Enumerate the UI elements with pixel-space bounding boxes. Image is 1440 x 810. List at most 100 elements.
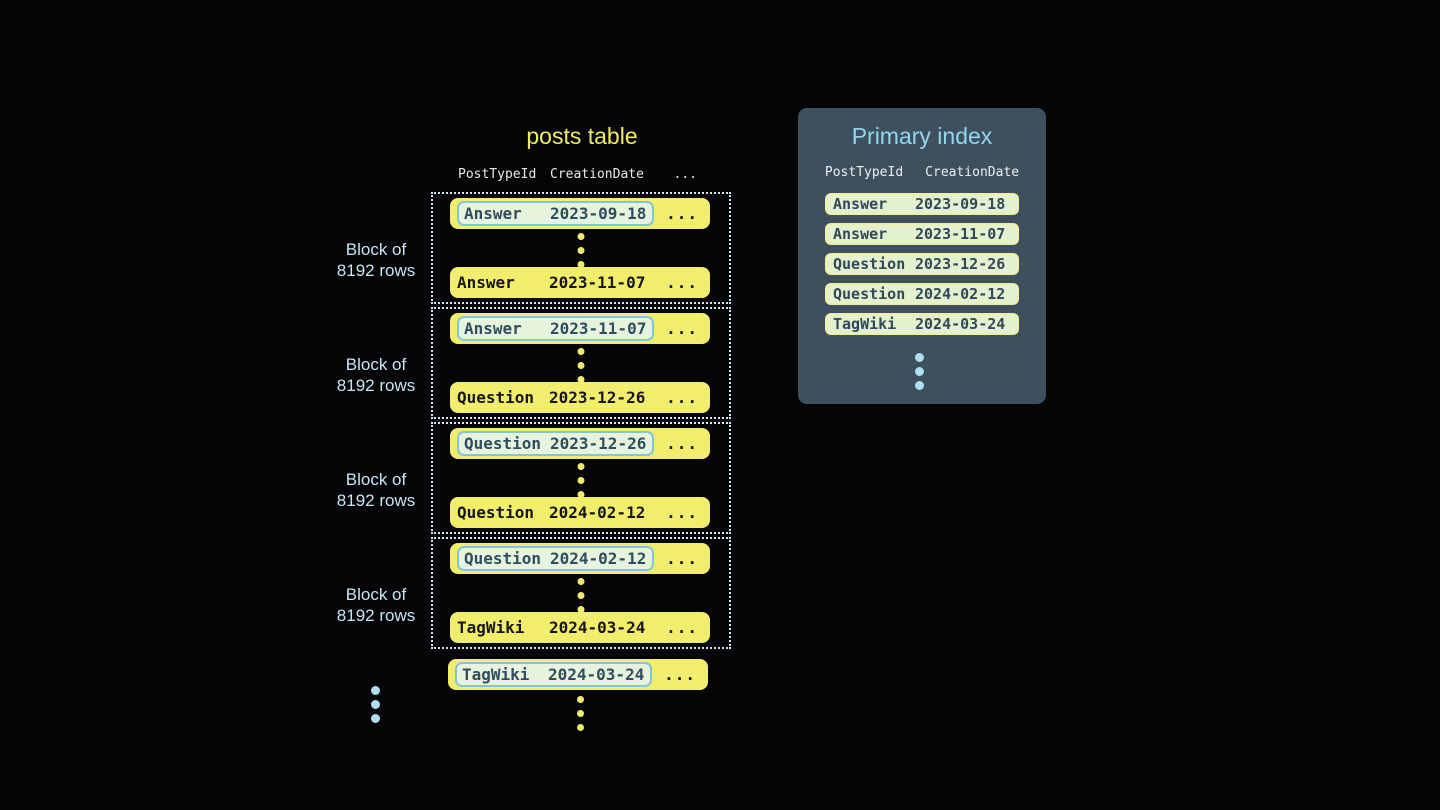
row-more-cells: ... [666,273,698,292]
row-more-cells: ... [666,388,698,407]
block-size-label: Block of 8192 rows [301,469,451,511]
row-posttypeid: Answer [464,319,522,338]
row-posttypeid: TagWiki [457,618,525,637]
dot [371,686,380,695]
row-creationdate: 2023-09-18 [550,204,647,223]
row-creationdate: 2023-11-07 [550,319,647,338]
row-posttypeid: Question [833,255,906,273]
row-posttypeid: Question [457,388,535,407]
column-header-creationdate: CreationDate [925,165,1020,180]
table-row: Question 2023-12-26 ... [450,382,710,413]
dot [577,696,584,703]
column-header-posttypeid: PostTypeId [824,165,904,180]
dot [577,233,585,240]
block-label-line1: Block of [345,240,407,259]
dot [577,261,585,268]
row-creationdate: 2023-11-07 [915,225,1006,243]
vertical-ellipsis-icon [577,696,584,731]
index-mark-highlight: Answer 2023-09-18 [457,201,655,226]
table-row: TagWiki 2024-03-24 ... [450,612,710,643]
dot [577,376,585,383]
row-more-cells: ... [666,204,698,223]
row-posttypeid: TagWiki [833,315,897,333]
dot [577,578,585,585]
row-creationdate: 2024-03-24 [915,315,1006,333]
row-more-cells: ... [666,434,698,453]
block-label-line2: 8192 rows [336,376,416,395]
index-row: Question 2024-02-12 [825,283,1019,305]
primary-index-title: Primary index [851,123,993,149]
table-row: Answer 2023-11-07 ... [450,313,710,344]
dot [371,700,380,709]
primary-index-rows: Answer 2023-09-18 Answer 2023-11-07 Ques… [798,193,1046,335]
row-creationdate: 2023-12-26 [549,388,646,407]
block-label-line1: Block of [345,355,407,374]
block-label-line1: Block of [345,470,407,489]
row-creationdate: 2024-03-24 [549,618,646,637]
block-label-line2: 8192 rows [336,491,416,510]
vertical-ellipsis-icon [577,463,585,498]
row-posttypeid: Answer [457,273,515,292]
vertical-ellipsis-icon [577,233,585,268]
index-mark-highlight: Question 2023-12-26 [457,431,655,456]
column-header-more: ... [673,167,697,182]
row-posttypeid: Answer [833,195,888,213]
table-row: Answer 2023-09-18 ... [450,198,710,229]
posts-table-title: posts table [526,123,638,149]
table-row: Question 2024-02-12 ... [450,543,710,574]
block-label-line2: 8192 rows [336,606,416,625]
dot [577,463,585,470]
row-posttypeid: Question [833,285,906,303]
dot [577,362,585,369]
index-mark-highlight: TagWiki 2024-03-24 [455,662,653,687]
index-row: Answer 2023-09-18 [825,193,1019,215]
dot [577,477,585,484]
row-more-cells: ... [666,503,698,522]
row-posttypeid: Question [464,549,542,568]
index-mark-highlight: Answer 2023-11-07 [457,316,655,341]
table-row: Question 2024-02-12 ... [450,497,710,528]
dot [915,367,924,376]
block-size-label: Block of 8192 rows [301,354,451,396]
dot [577,606,585,613]
dot [577,348,585,355]
index-mark-highlight: Question 2024-02-12 [457,546,655,571]
table-row: Answer 2023-11-07 ... [450,267,710,298]
row-creationdate: 2023-12-26 [550,434,647,453]
row-creationdate: 2024-03-24 [548,665,645,684]
row-creationdate: 2024-02-12 [549,503,646,522]
row-posttypeid: Answer [464,204,522,223]
block-1: Answer 2023-09-18 ... Answer 2023-11-07 … [431,192,731,304]
index-row: TagWiki 2024-03-24 [825,313,1019,335]
posts-table-column-headers: PostTypeId CreationDate ... [451,167,713,182]
row-creationdate: 2023-11-07 [549,273,646,292]
row-creationdate: 2023-12-26 [915,255,1006,273]
primary-index-column-headers: PostTypeId CreationDate [798,165,1046,180]
block-label-line2: 8192 rows [336,261,416,280]
dot [577,710,584,717]
row-creationdate: 2024-02-12 [550,549,647,568]
row-more-cells: ... [666,319,698,338]
block-label-line1: Block of [345,585,407,604]
column-header-posttypeid: PostTypeId [458,167,537,182]
row-posttypeid: TagWiki [462,665,530,684]
dot [915,353,924,362]
block-3: Question 2023-12-26 ... Question 2024-02… [431,422,731,534]
block-size-label: Block of 8192 rows [301,584,451,626]
vertical-ellipsis-icon [915,353,924,390]
block-2: Answer 2023-11-07 ... Question 2023-12-2… [431,307,731,419]
block-4: Question 2024-02-12 ... TagWiki 2024-03-… [431,537,731,649]
row-posttypeid: Question [457,503,535,522]
row-more-cells: ... [666,618,698,637]
vertical-ellipsis-icon [577,578,585,613]
dot [577,592,585,599]
dot [577,491,585,498]
vertical-ellipsis-icon [577,348,585,383]
table-row: Question 2023-12-26 ... [450,428,710,459]
dot [577,724,584,731]
row-more-cells: ... [666,549,698,568]
column-header-creationdate: CreationDate [550,167,644,182]
index-row: Question 2023-12-26 [825,253,1019,275]
index-row: Answer 2023-11-07 [825,223,1019,245]
